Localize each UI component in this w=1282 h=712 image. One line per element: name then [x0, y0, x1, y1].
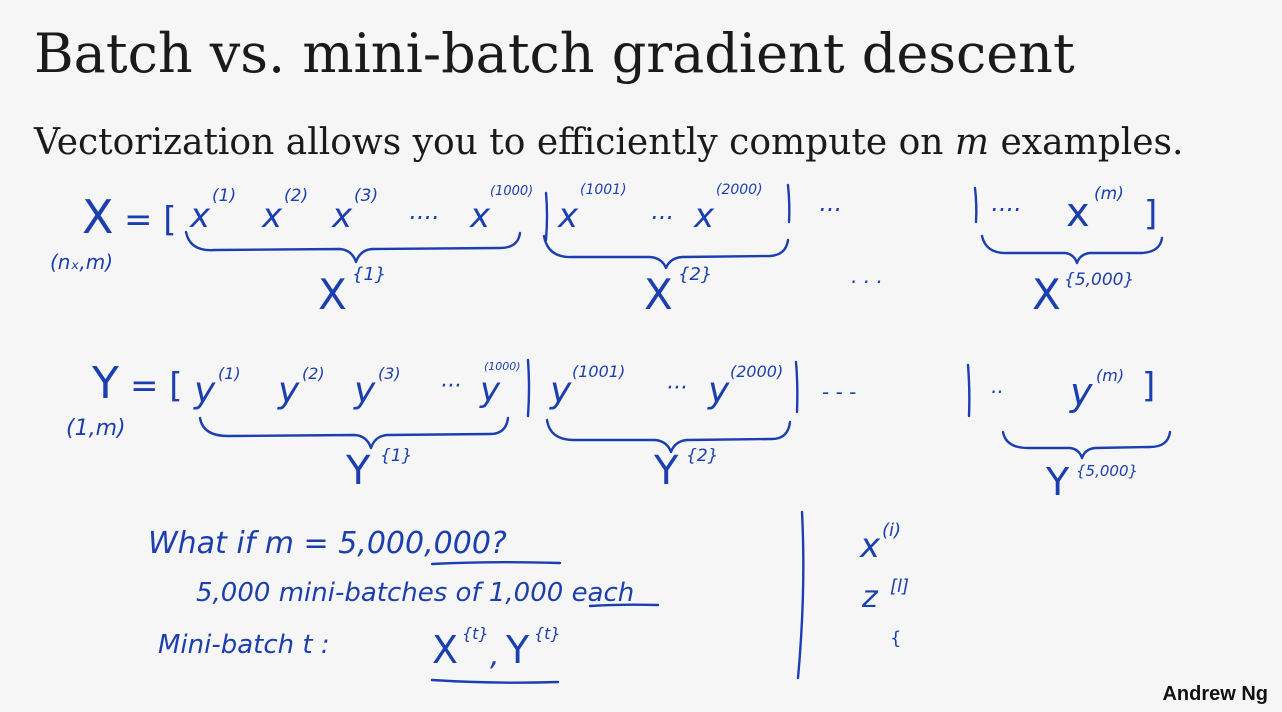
notation-z-l: z [862, 580, 878, 615]
x-example-1001-index: (1001) [580, 182, 627, 198]
y-ellipsis-1: ··· [440, 374, 461, 399]
y-minibatch-2: Y [654, 448, 679, 494]
x-dimensions: (nₓ,m) [50, 250, 113, 274]
y-minibatch-2-index: {2} [686, 446, 719, 466]
y-ellipsis-3: - - - [822, 380, 857, 404]
x-brace-1 [184, 230, 522, 264]
x-minibatch-1-index: {1} [352, 264, 387, 285]
x-example-1000-index: (1000) [490, 184, 534, 199]
x-equals-bracket: = [ [124, 200, 177, 240]
y-brace-1 [198, 416, 510, 450]
x-minibatch-2: X [644, 270, 673, 319]
x-example-3: x [332, 196, 353, 236]
x-separator-3 [973, 186, 978, 224]
underline-xy-t [430, 678, 560, 684]
x-minibatch-last-index: {5,000} [1064, 270, 1135, 290]
x-ellipsis-1: ···· [408, 204, 439, 232]
note-minibatch-t: Mini-batch t : [158, 630, 330, 660]
subtitle-variable: m [954, 122, 990, 163]
x-ellipsis-3: ··· [818, 196, 841, 224]
y-minibatch-last: Y [1046, 460, 1070, 504]
note-question: What if m = 5,000,000? [148, 526, 507, 561]
author-credit: Andrew Ng [1162, 683, 1268, 705]
note-y-t: Y [506, 628, 530, 672]
x-example-m-index: (m) [1094, 184, 1124, 204]
x-example-1: x [190, 196, 211, 236]
x-brace-3 [980, 234, 1164, 265]
slide-subtitle: Vectorization allows you to efficiently … [34, 122, 1183, 163]
x-brace-2 [542, 234, 790, 270]
x-example-m: x [1066, 190, 1090, 236]
x-separator-2 [786, 183, 791, 224]
y-example-2000: y [708, 370, 730, 411]
y-example-1000-index: (1000) [484, 360, 521, 373]
x-example-1-index: (1) [212, 186, 237, 206]
x-example-2000: x [694, 196, 715, 236]
x-example-3-index: (3) [354, 186, 379, 206]
y-minibatch-1-index: {1} [380, 446, 413, 466]
notation-brace: { [890, 628, 902, 649]
x-minibatch-1: X [318, 270, 347, 319]
y-example-2: y [278, 370, 300, 411]
x-example-2: x [262, 196, 283, 236]
y-example-1-index: (1) [218, 364, 241, 383]
y-close-bracket: ] [1142, 366, 1156, 406]
y-brace-3 [1001, 430, 1172, 460]
x-example-2-index: (2) [284, 186, 309, 206]
y-matrix-label: Y [92, 358, 119, 409]
y-example-m-index: (m) [1096, 366, 1125, 385]
x-separator-1 [544, 191, 549, 242]
underline-m-value [430, 561, 562, 566]
y-separator-3 [966, 363, 971, 418]
x-example-1001: x [558, 196, 579, 236]
notation-x-i: x [860, 526, 881, 566]
y-example-1001-index: (1001) [572, 362, 626, 381]
subtitle-suffix: examples. [989, 122, 1184, 163]
y-ellipsis-4: ·· [990, 380, 1003, 404]
note-x-t-index: {t} [462, 624, 489, 643]
y-minibatch-last-index: {5,000} [1076, 462, 1139, 480]
x-ellipsis-4: ···· [990, 196, 1021, 224]
y-example-1001: y [550, 370, 572, 411]
y-equals-bracket: = [ [130, 366, 183, 406]
x-middle-ellipsis: · · · [850, 270, 882, 294]
notation-x-i-index: (i) [882, 520, 902, 541]
y-example-m: y [1070, 370, 1093, 414]
y-minibatch-1: Y [346, 448, 371, 494]
note-y-t-index: {t} [534, 624, 561, 643]
x-ellipsis-2: ··· [650, 204, 673, 232]
y-separator-1 [526, 358, 531, 418]
y-dimensions: (1,m) [66, 416, 126, 441]
x-example-1000: x [470, 196, 491, 236]
x-matrix-label: X [82, 190, 114, 244]
y-example-3: y [354, 370, 376, 411]
slide-title: Batch vs. mini-batch gradient descent [34, 22, 1075, 85]
x-minibatch-2-index: {2} [678, 264, 713, 285]
y-ellipsis-2: ··· [666, 376, 687, 401]
note-minibatch-count: 5,000 mini-batches of 1,000 each [196, 578, 635, 608]
x-example-2000-index: (2000) [716, 182, 763, 198]
y-separator-2 [794, 360, 799, 414]
note-x-t: X [432, 628, 459, 672]
y-example-2-index: (2) [302, 364, 325, 383]
x-minibatch-last: X [1032, 270, 1061, 319]
y-example-3-index: (3) [378, 364, 401, 383]
notation-z-l-index: [l] [890, 576, 910, 597]
y-example-1: y [194, 370, 216, 411]
y-example-1000: y [480, 370, 501, 410]
note-comma: , [490, 638, 500, 673]
underline-1000 [588, 603, 660, 608]
x-close-bracket: ] [1144, 194, 1158, 234]
notes-divider [796, 510, 805, 680]
y-example-2000-index: (2000) [730, 362, 784, 381]
subtitle-prefix: Vectorization allows you to efficiently … [34, 122, 955, 163]
y-brace-2 [545, 418, 792, 454]
